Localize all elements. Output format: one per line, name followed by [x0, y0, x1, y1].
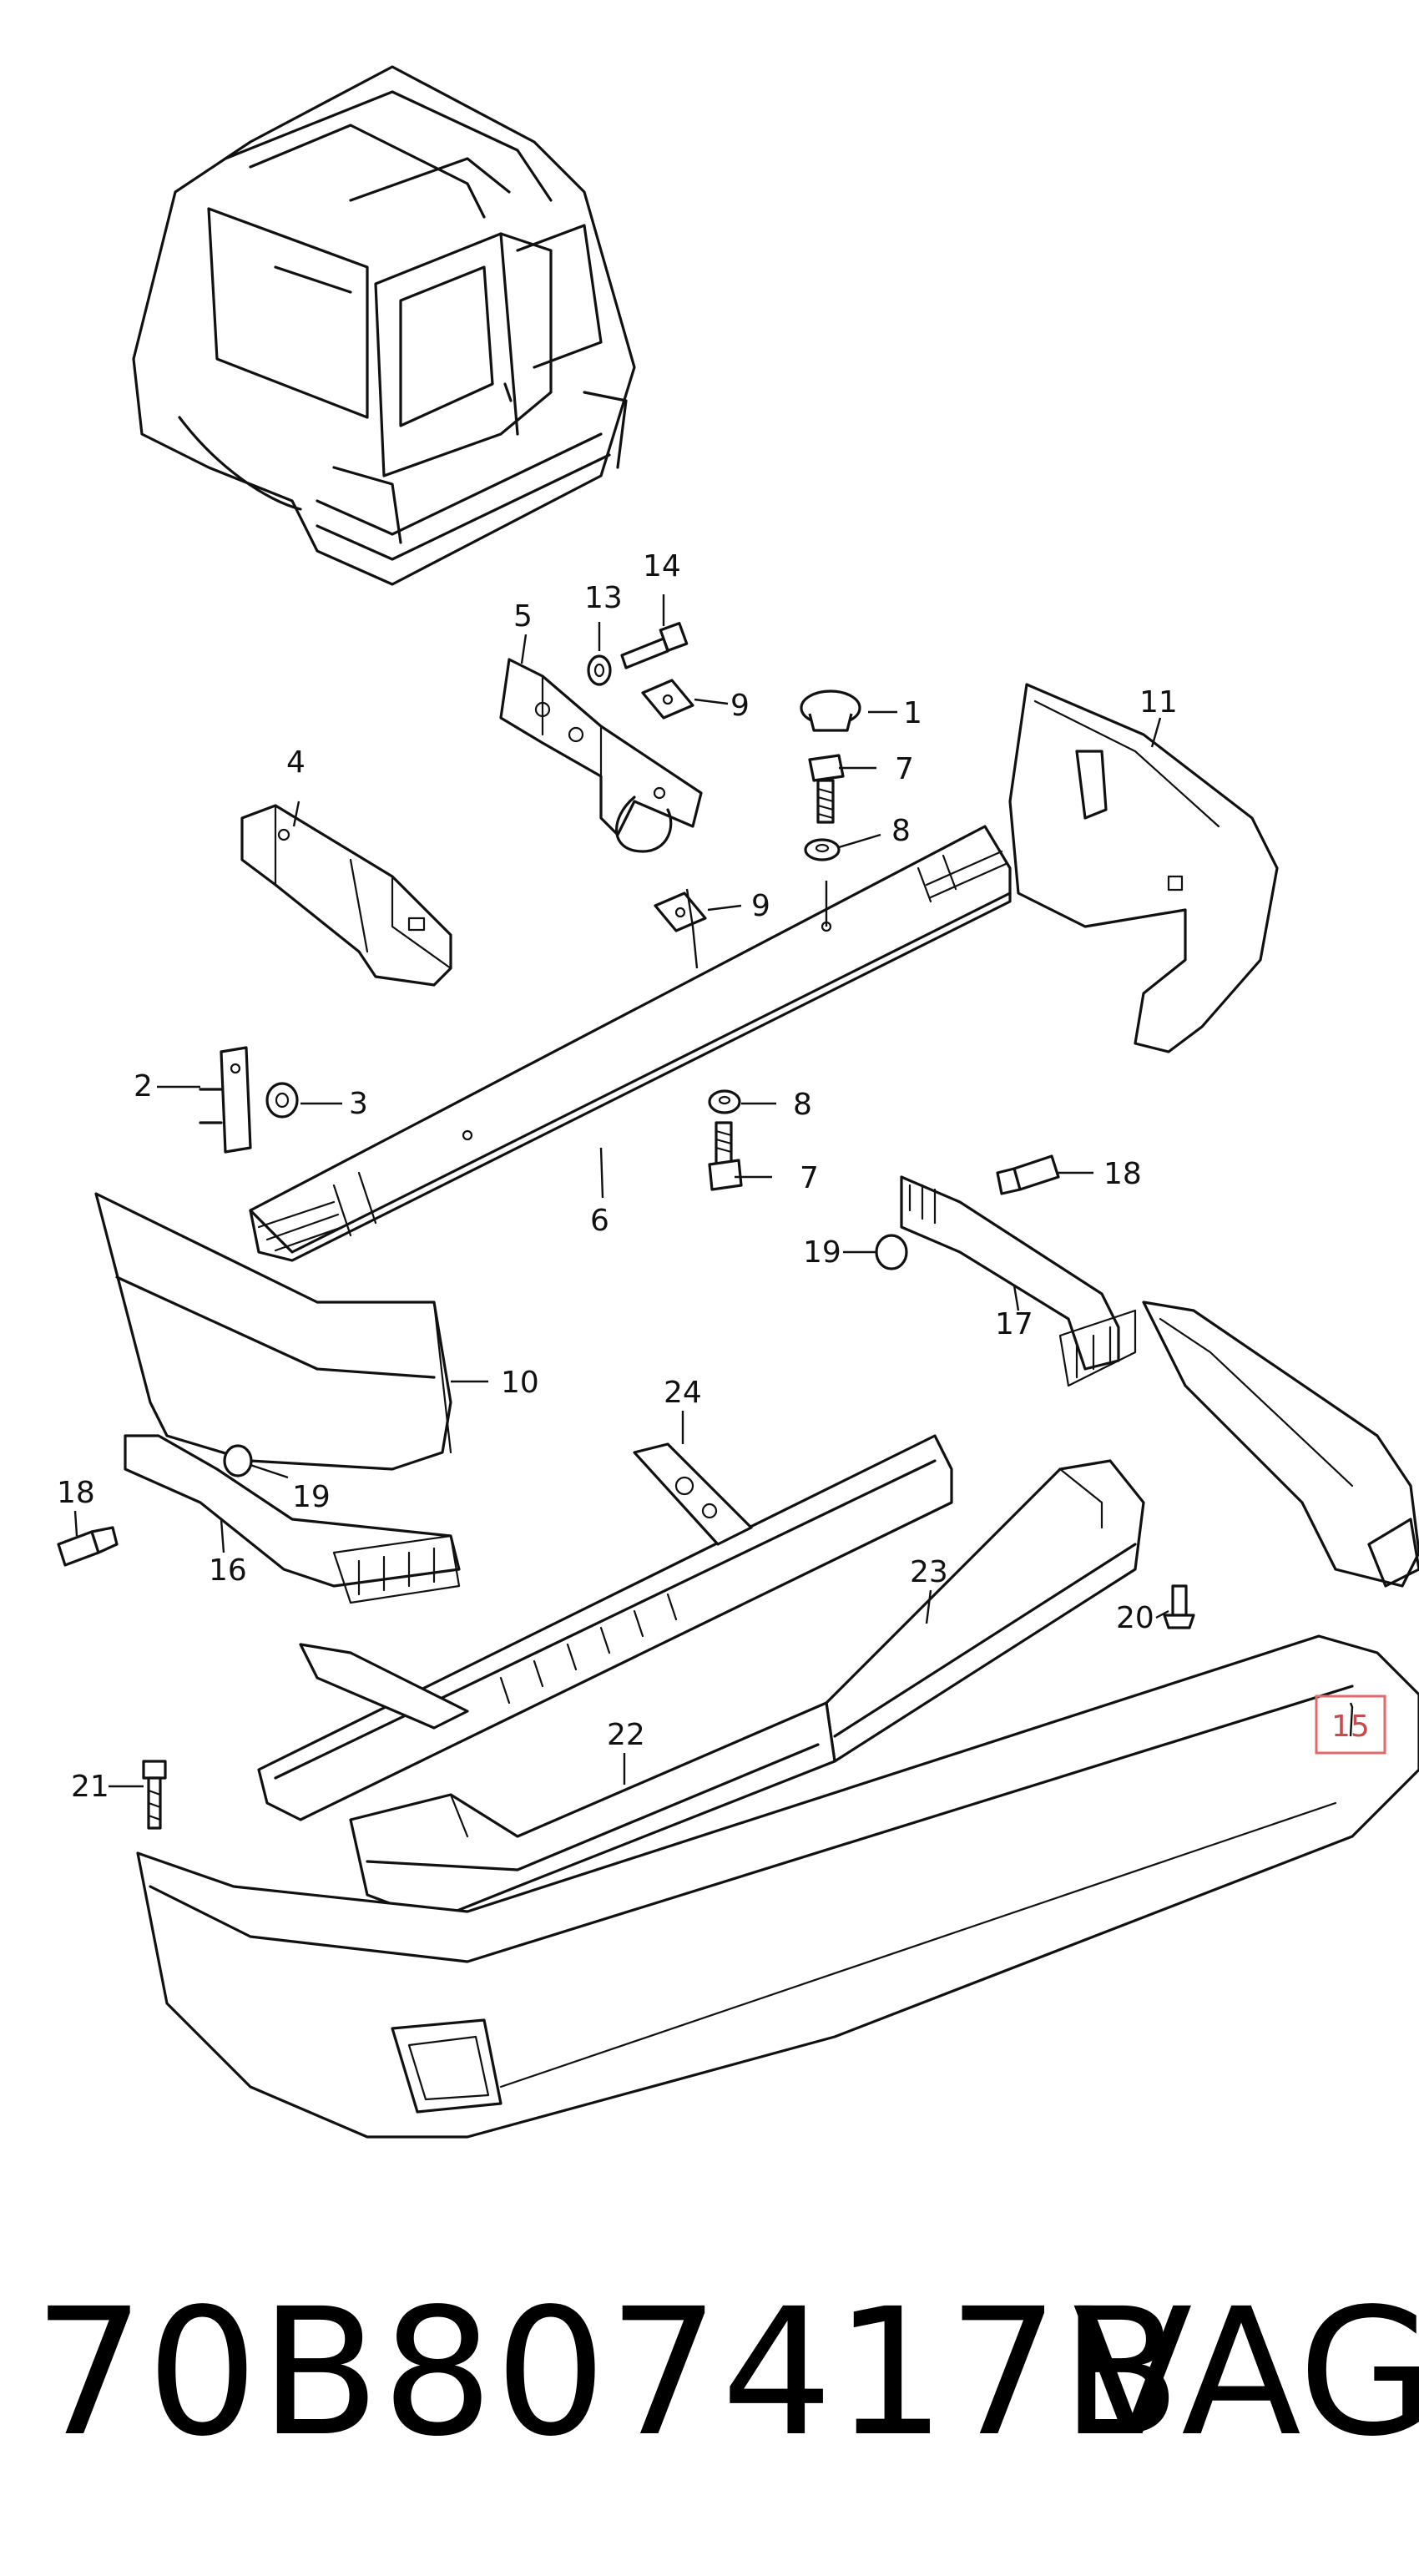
callout-1: 1 [903, 696, 922, 730]
callout-labels: 1 2 3 4 5 6 7 7 8 8 9 9 10 11 13 14 15 1… [57, 549, 1386, 1804]
nut-19-right [875, 1234, 908, 1270]
bumper-cover-15 [136, 1301, 1419, 2139]
bolt-14 [620, 622, 689, 669]
bumper-corner-10 [94, 1192, 452, 1471]
callout-7-lower: 7 [800, 1161, 819, 1195]
callout-20: 20 [1116, 1601, 1154, 1635]
cross-member-beam-6 [249, 825, 1012, 1262]
callout-10: 10 [501, 1366, 539, 1400]
callout-16: 16 [209, 1553, 247, 1588]
part-number: 70B807417B [33, 2270, 1184, 2475]
callout-9-upper: 9 [730, 689, 750, 723]
callout-2: 2 [134, 1069, 153, 1104]
callout-22: 22 [607, 1718, 645, 1752]
brand-name: VAG [1073, 2270, 1419, 2475]
mounting-stud-plate-2 [199, 1046, 252, 1154]
impact-absorber-24 [257, 1434, 953, 1821]
van-overview-illustration [132, 65, 636, 586]
callout-8-lower: 8 [793, 1088, 812, 1122]
part-footer: 70B807417B VAG [0, 2204, 1419, 2576]
callout-7-upper: 7 [895, 752, 914, 786]
callout-8-upper: 8 [891, 814, 911, 848]
clip-nut-9-lower [654, 891, 707, 932]
callout-6: 6 [590, 1204, 609, 1238]
bolt-7-upper [808, 754, 845, 824]
callout-11: 11 [1139, 685, 1178, 720]
callout-15-highlight-box [1315, 1695, 1386, 1755]
callout-5: 5 [513, 599, 533, 634]
callout-18-right: 18 [1103, 1157, 1142, 1191]
nut-19-left [223, 1444, 253, 1477]
callout-15: 15 [1331, 1710, 1370, 1744]
callout-4: 4 [286, 745, 306, 780]
bumper-side-cap-11 [1008, 683, 1279, 1053]
callout-9-lower: 9 [751, 889, 770, 923]
bumper-guide-16 [124, 1434, 461, 1604]
callout-19-right: 19 [803, 1235, 841, 1270]
fastener-18-right [996, 1154, 1060, 1195]
washer-13 [587, 654, 612, 686]
callout-19-left: 19 [292, 1480, 331, 1514]
cap-plug-1 [800, 689, 861, 732]
exploded-parts-diagram: 1 2 3 4 5 6 7 7 8 8 9 9 10 11 13 14 15 1… [57, 65, 1419, 2139]
callout-24: 24 [664, 1376, 702, 1410]
callout-13: 13 [584, 581, 623, 615]
bumper-guide-17 [900, 1175, 1137, 1387]
screw-21 [142, 1760, 167, 1830]
callout-14: 14 [643, 549, 681, 583]
callout-17: 17 [995, 1307, 1033, 1341]
washer-8-lower [708, 1089, 741, 1114]
callout-23: 23 [910, 1555, 948, 1589]
mounting-bracket-5 [499, 658, 703, 853]
callout-21: 21 [71, 1770, 109, 1804]
callout-leader-lines [73, 594, 1354, 1788]
fastener-18-left [57, 1526, 119, 1567]
screw-20 [1163, 1584, 1195, 1629]
callout-18-left: 18 [57, 1476, 95, 1510]
nut-3 [265, 1082, 299, 1119]
bolt-7-lower [708, 1121, 743, 1191]
side-bracket-4 [240, 804, 452, 987]
washer-8-upper [804, 838, 841, 861]
clip-nut-9-upper [641, 679, 694, 720]
callout-3: 3 [349, 1087, 368, 1121]
